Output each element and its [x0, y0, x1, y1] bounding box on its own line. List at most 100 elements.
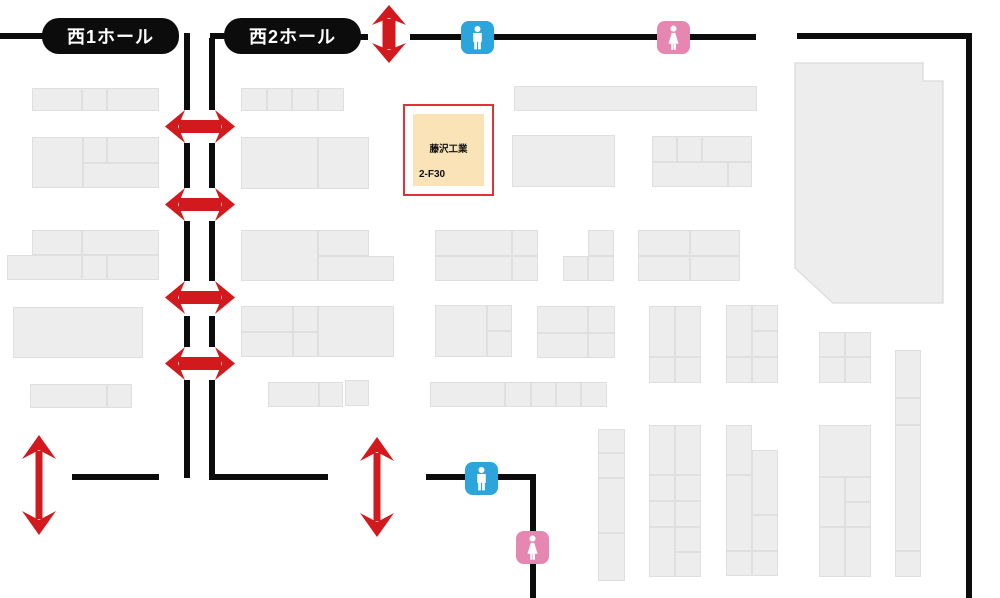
- booth-cell: [556, 382, 581, 407]
- male-restroom-icon: [465, 462, 498, 495]
- wall-line: [209, 38, 215, 110]
- booth-cell: [32, 88, 82, 111]
- booth-cell: [649, 527, 675, 577]
- booth-cell: [107, 384, 132, 408]
- booth-cell: [241, 137, 318, 189]
- aisle-direction-arrow: [165, 347, 235, 380]
- booth-cell: [819, 332, 845, 357]
- booth-cell: [726, 305, 752, 357]
- booth-cell: [435, 256, 512, 281]
- booth-cell: [752, 305, 778, 331]
- booth-cell: [319, 382, 343, 407]
- booth-cell: [895, 350, 921, 398]
- booth-cell: [690, 256, 740, 281]
- highlighted-booth-body: 藤沢工業 2-F30: [413, 114, 484, 186]
- aisle-direction-arrow: [165, 188, 235, 221]
- booth-cell: [292, 88, 318, 111]
- booth-cell: [728, 162, 752, 187]
- booth-cell: [30, 384, 107, 408]
- wall-line: [184, 221, 190, 281]
- booth-cell: [32, 137, 83, 188]
- booth-cell: [267, 88, 292, 111]
- booth-cell: [318, 306, 394, 357]
- wall-line: [797, 33, 972, 39]
- booth-cell: [819, 357, 845, 383]
- wall-line: [209, 316, 215, 347]
- wall-line: [184, 316, 190, 347]
- booth-cell: [675, 357, 701, 383]
- booth-cell: [598, 478, 625, 533]
- booth-cell: [726, 425, 752, 475]
- booth-cell: [13, 307, 143, 358]
- booth-cell: [726, 357, 752, 383]
- booth-cell: [537, 333, 588, 358]
- wall-line: [209, 221, 215, 281]
- booth-cell: [505, 382, 531, 407]
- booth-cell: [752, 450, 778, 515]
- booth-cell: [588, 306, 615, 333]
- booth-cell: [702, 136, 752, 162]
- booth-cell: [345, 380, 369, 406]
- booth-cell: [318, 230, 369, 256]
- booth-cell: [241, 88, 267, 111]
- booth-cell: [241, 332, 293, 357]
- highlighted-booth-fujisawa[interactable]: 藤沢工業 2-F30: [403, 104, 494, 196]
- wall-line: [209, 143, 215, 188]
- booth-cell: [726, 475, 752, 551]
- booth-cell: [588, 230, 614, 256]
- booth-cell: [82, 255, 107, 280]
- female-restroom-icon: [657, 21, 690, 54]
- booth-cell: [107, 137, 159, 163]
- booth-cell: [675, 527, 701, 552]
- booth-cell: [293, 306, 318, 332]
- booth-cell: [531, 382, 556, 407]
- booth-cell: [241, 230, 318, 281]
- booth-cell: [638, 230, 690, 256]
- booth-cell: [675, 552, 701, 577]
- booth-cell: [268, 382, 319, 407]
- wall-line: [72, 474, 159, 480]
- female-restroom-icon: [516, 531, 549, 564]
- booth-cell: [752, 551, 778, 576]
- aisle-direction-arrow: [368, 5, 410, 63]
- wall-line: [966, 33, 972, 598]
- booth-cell: [726, 551, 752, 576]
- hall-label-west1: 西1ホール: [42, 18, 179, 54]
- booth-cell: [435, 230, 512, 256]
- booth-cell: [752, 357, 778, 383]
- booth-cell: [675, 475, 701, 501]
- booth-cell: [598, 533, 625, 581]
- booth-cell: [895, 398, 921, 425]
- booth-cell: [752, 331, 778, 357]
- booth-cell: [845, 477, 871, 502]
- booth-cell: [241, 306, 293, 332]
- booth-cell: [675, 501, 701, 527]
- booth-cell: [819, 527, 845, 577]
- wall-line: [0, 33, 46, 39]
- booth-cell: [107, 255, 159, 280]
- booth-cell: [83, 163, 159, 188]
- booth-cell: [487, 305, 512, 331]
- booth-cell: [32, 230, 82, 255]
- booth-cell: [690, 230, 740, 256]
- booth-cell: [514, 86, 757, 111]
- booth-cell: [675, 425, 701, 475]
- booth-cell: [293, 332, 318, 357]
- booth-cell: [845, 502, 871, 527]
- booth-cell: [649, 306, 675, 357]
- booth-cell: [845, 357, 871, 383]
- booth-cell: [588, 333, 615, 358]
- booth-cell: [107, 88, 159, 111]
- booth-cell: [845, 332, 871, 357]
- booth-cell: [649, 475, 675, 501]
- booth-cell: [82, 230, 159, 255]
- wall-line: [360, 34, 756, 40]
- aisle-direction-arrow: [360, 437, 394, 537]
- booth-number: 2-F30: [419, 169, 446, 180]
- wall-line: [184, 33, 190, 110]
- booth-cell: [7, 255, 82, 280]
- booth-cell: [318, 137, 369, 189]
- booth-cell: [512, 135, 615, 187]
- aisle-direction-arrow: [165, 110, 235, 143]
- booth-cell: [588, 256, 614, 281]
